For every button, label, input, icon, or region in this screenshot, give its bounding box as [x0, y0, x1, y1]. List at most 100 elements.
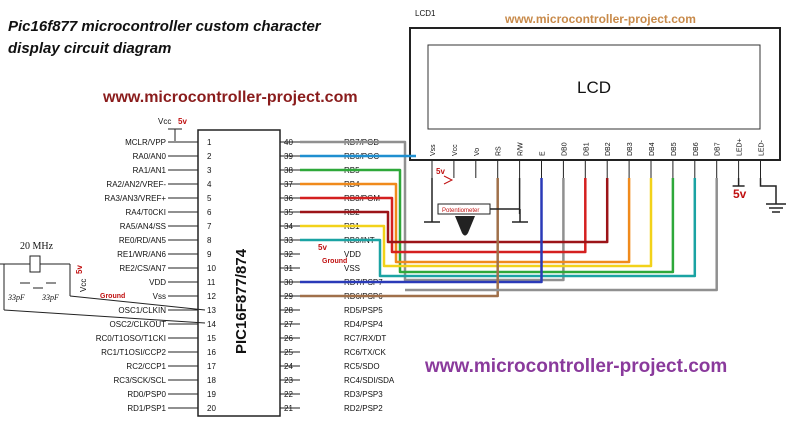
- mcu-pin-number-right: 39: [284, 152, 293, 161]
- watermark-mid-left: www.microcontroller-project.com: [103, 89, 358, 106]
- title-line-1: Pic16f877 microcontroller custom charact…: [8, 18, 321, 35]
- lcd-pin-label: DB5: [671, 142, 678, 156]
- lcd-pin-label: LED-: [759, 139, 766, 156]
- mcu-pin-number-left: 14: [207, 320, 216, 329]
- wire-darkred: [300, 178, 609, 244]
- pot-label: Potentiometer: [442, 208, 479, 214]
- mcu-pin-number-right: 33: [284, 236, 293, 245]
- wire-teal: [300, 178, 697, 278]
- lcd-pin-label: Vo: [474, 148, 481, 156]
- lcd-pin-label: DB0: [561, 142, 568, 156]
- mcu-pin-number-left: 4: [207, 180, 212, 189]
- lcd-pin-label: RS: [496, 146, 503, 156]
- lcd-pin-label: DB2: [605, 142, 612, 156]
- wire-red: [300, 178, 587, 254]
- supply-label-left: 5v: [75, 265, 84, 274]
- mcu-pin-number-right: 22: [284, 390, 293, 399]
- lcd-pin-label: R/W: [518, 142, 525, 156]
- lcd-pin-label: DB7: [715, 142, 722, 156]
- mcu-pin-number-left: 17: [207, 362, 216, 371]
- lcd-pin-label: Vss: [430, 144, 437, 156]
- mcu-pin-label-left: RA5/AN4/SS: [120, 222, 166, 231]
- vcc-label-top: Vcc: [158, 117, 171, 126]
- mcu-pin-number-right: 34: [284, 222, 293, 231]
- mcu-part-label: PIC16F877/874: [233, 248, 250, 354]
- lcd-pin-label: DB6: [693, 142, 700, 156]
- mcu-pin-label-left: RA3/AN3/VREF+: [104, 194, 166, 203]
- mcu-pin-label-left: OSC1/CLKIN: [118, 306, 166, 315]
- power-and-passives: Vcc 5v Vcc 5v Ground 20 MHz 33pF 33pF 5v…: [0, 117, 747, 324]
- supply-label-top: 5v: [178, 117, 187, 126]
- mcu-pin-label-left: RA0/AN0: [133, 152, 167, 161]
- mcu-pin-number-right: 35: [284, 208, 293, 217]
- mcu-pin-number-right: 26: [284, 334, 293, 343]
- mcu-pin-number-right: 31: [284, 264, 293, 273]
- mcu-pin-label-left: Vss: [153, 292, 166, 301]
- ground-label-left: Ground: [100, 293, 125, 300]
- mcu-pin-label-right: RD2/PSP2: [344, 404, 383, 413]
- mcu-pin-number-right: 37: [284, 180, 293, 189]
- mcu-pin-number-left: 18: [207, 376, 216, 385]
- crystal-label: 20 MHz: [20, 241, 54, 252]
- ground-label-mcu-right: Ground: [322, 258, 347, 265]
- wire-orange: [300, 178, 631, 264]
- mcu-pin-label-left: MCLR/VPP: [125, 138, 166, 147]
- lcd-pin-label: LED+: [737, 138, 744, 156]
- supply-label-pot: 5v: [436, 167, 445, 176]
- mcu-pin-number-left: 13: [207, 306, 216, 315]
- mcu-pin-number-left: 19: [207, 390, 216, 399]
- cap-label-2: 33pF: [41, 293, 59, 302]
- mcu-pin-label-right: RC5/SDO: [344, 362, 380, 371]
- cap-label-1: 33pF: [7, 293, 25, 302]
- pot-supply-wire: [443, 175, 454, 185]
- mcu-pin-label-right: RD5/PSP5: [344, 306, 383, 315]
- led-minus-wire: [759, 178, 777, 204]
- mcu-pin-number-right: 28: [284, 306, 293, 315]
- mcu-pin-number-left: 12: [207, 292, 216, 301]
- mcu-pin-number-right: 32: [284, 250, 293, 259]
- wire-navy: [300, 178, 543, 284]
- osc-wire-a2: [3, 309, 206, 324]
- supply-label-backlight: 5v: [733, 187, 747, 201]
- mcu-pin-label-left: RE1/WR/AN6: [117, 250, 166, 259]
- mcu-pin-number-left: 3: [207, 166, 212, 175]
- mcu-pin-number-left: 1: [207, 138, 212, 147]
- wire-brown: [300, 178, 499, 298]
- mcu-pin-number-right: 24: [284, 362, 293, 371]
- wire-gray: [300, 140, 565, 282]
- vcc-label-left: Vcc: [79, 279, 88, 292]
- lcd-pin-label: Vcc: [452, 144, 459, 156]
- mcu-pin-number-left: 20: [207, 404, 216, 413]
- mcu-pin-number-right: 36: [284, 194, 293, 203]
- mcu-pin-label-left: RA1/AN1: [133, 166, 167, 175]
- supply-label-mcu-right: 5v: [318, 243, 327, 252]
- mcu-pin-label-left: RE0/RD/AN5: [119, 236, 167, 245]
- mcu-pin-number-right: 40: [284, 138, 293, 147]
- mcu-pin-label-left: VDD: [149, 278, 166, 287]
- mcu-pin-label-right: RD3/PSP3: [344, 390, 383, 399]
- mcu-pin-label-right: VSS: [344, 264, 360, 273]
- diagram-title: Pic16f877 microcontroller custom charact…: [8, 16, 321, 60]
- wire-green: [300, 168, 675, 274]
- mcu-pin-number-left: 9: [207, 250, 212, 259]
- wiring: [300, 140, 786, 298]
- osc-wire-b2: [69, 295, 206, 311]
- lcd-pin-label: DB4: [649, 142, 656, 156]
- mcu-pin-number-left: 5: [207, 194, 212, 203]
- lcd-screen: [427, 44, 761, 130]
- mcu-pin-number-left: 7: [207, 222, 212, 231]
- mcu-pin-label-right: RD4/PSP4: [344, 320, 383, 329]
- mcu-pin-label-left: RA2/AN2/VREF-: [106, 180, 166, 189]
- mcu-pin-number-right: 21: [284, 404, 293, 413]
- mcu-pin-number-left: 11: [207, 278, 216, 287]
- potentiometer-symbol: [437, 203, 491, 215]
- mcu-pin-number-right: 23: [284, 376, 293, 385]
- lcd-label: LCD: [577, 78, 611, 97]
- mcu-pin-label-right: RC7/RX/DT: [344, 334, 386, 343]
- mcu-pin-label-left: RE2/CS/AN7: [119, 264, 166, 273]
